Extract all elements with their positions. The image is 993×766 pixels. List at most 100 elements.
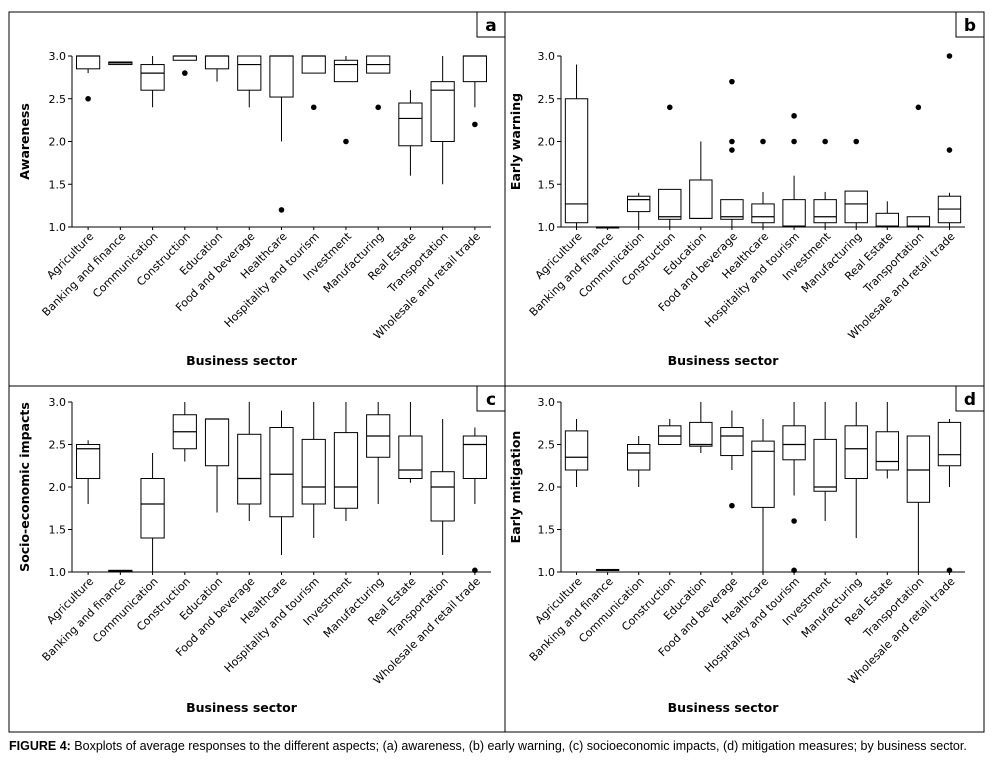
box-rect — [462, 55, 487, 83]
outlier-point — [343, 138, 349, 145]
box-rect — [751, 440, 775, 508]
box-rect — [76, 444, 101, 479]
y-tick-label: 2.0 — [49, 136, 67, 149]
box-rect — [204, 418, 230, 467]
y-axis-label: Socio-economic impacts — [17, 402, 32, 572]
box-6 — [751, 419, 775, 572]
y-tick-label: 1.5 — [538, 524, 556, 537]
box-9 — [366, 402, 391, 504]
box-rect — [237, 55, 262, 91]
box-rect — [782, 425, 806, 461]
outlier-point — [791, 518, 797, 524]
panel-letter-box — [476, 11, 506, 38]
box-rect — [462, 435, 487, 479]
box-rect — [430, 471, 455, 522]
box-5 — [720, 199, 744, 227]
outlier-point — [729, 502, 735, 509]
y-tick-label: 1.0 — [538, 566, 556, 579]
outlier-point — [853, 138, 860, 145]
box-9 — [844, 190, 868, 227]
box-7 — [782, 402, 806, 496]
box-1 — [595, 226, 620, 229]
box-rect — [269, 427, 294, 518]
y-tick-label: 2.0 — [538, 481, 556, 494]
box-rect — [301, 55, 326, 74]
box-rect — [269, 55, 294, 98]
box-rect — [720, 199, 744, 220]
box-2 — [627, 436, 651, 487]
box-2 — [140, 56, 165, 108]
y-axis-label: Early mitigation — [508, 431, 523, 544]
box-rect — [564, 430, 589, 471]
y-tick-label: 2.5 — [538, 439, 556, 452]
box-9 — [844, 402, 868, 538]
outlier-point — [946, 53, 953, 59]
box-3 — [658, 419, 682, 445]
panel-frame — [504, 385, 985, 733]
box-rect — [937, 421, 962, 467]
box-rect — [875, 431, 899, 471]
panel-letter-box — [476, 385, 506, 412]
box-rect — [172, 55, 197, 61]
outlier-point — [915, 104, 922, 111]
box-rect — [398, 102, 423, 147]
box-rect — [720, 427, 744, 457]
box-rect — [844, 190, 868, 224]
caption-label: FIGURE 4: — [9, 739, 71, 753]
box-11 — [906, 435, 931, 572]
box-8 — [333, 56, 359, 83]
box-4 — [204, 55, 230, 82]
outlier-point — [729, 147, 735, 153]
outlier-point — [472, 567, 478, 574]
box-rect — [689, 179, 713, 219]
y-tick-label: 2.0 — [538, 136, 556, 149]
box-rect — [689, 421, 713, 447]
box-rect — [658, 425, 682, 445]
box-rect — [658, 188, 682, 220]
box-rect — [782, 199, 806, 228]
box-8 — [813, 191, 837, 227]
y-tick-label: 1.0 — [49, 221, 67, 234]
box-7 — [782, 175, 806, 228]
outlier-point — [278, 207, 285, 213]
y-tick-label: 1.0 — [49, 566, 67, 579]
box-rect — [333, 59, 359, 83]
box-rect — [430, 81, 455, 142]
box-rect — [844, 425, 868, 479]
box-7 — [301, 402, 326, 538]
outlier-point — [375, 104, 381, 111]
panel-letter: b — [964, 16, 976, 36]
outlier-point — [472, 121, 478, 128]
box-8 — [813, 402, 837, 521]
box-0 — [564, 419, 589, 487]
box-rect — [906, 216, 931, 228]
outlier-point — [760, 138, 766, 145]
x-axis-label: Business sector — [668, 353, 780, 368]
y-tick-label: 3.0 — [49, 50, 67, 63]
box-rect — [140, 64, 165, 91]
box-3 — [658, 188, 682, 227]
x-axis-label: Business sector — [186, 700, 298, 715]
y-tick-label: 1.0 — [538, 221, 556, 234]
boxplot-figure: a1.01.52.02.53.0AwarenessAgricultureBank… — [8, 11, 985, 733]
box-rect — [813, 199, 837, 224]
box-4 — [689, 402, 713, 453]
box-10 — [398, 90, 423, 176]
y-tick-label: 1.5 — [538, 178, 556, 191]
box-rect — [76, 55, 101, 70]
outlier-point — [85, 95, 91, 102]
box-rect — [301, 438, 326, 505]
box-9 — [366, 55, 391, 74]
box-rect — [875, 212, 899, 228]
box-10 — [875, 402, 899, 479]
box-10 — [875, 201, 899, 228]
box-rect — [237, 433, 262, 505]
y-tick-label: 2.5 — [49, 93, 67, 106]
outlier-point — [729, 138, 735, 145]
box-4 — [689, 141, 713, 220]
y-axis-label: Awareness — [17, 103, 32, 180]
box-rect — [627, 195, 651, 213]
